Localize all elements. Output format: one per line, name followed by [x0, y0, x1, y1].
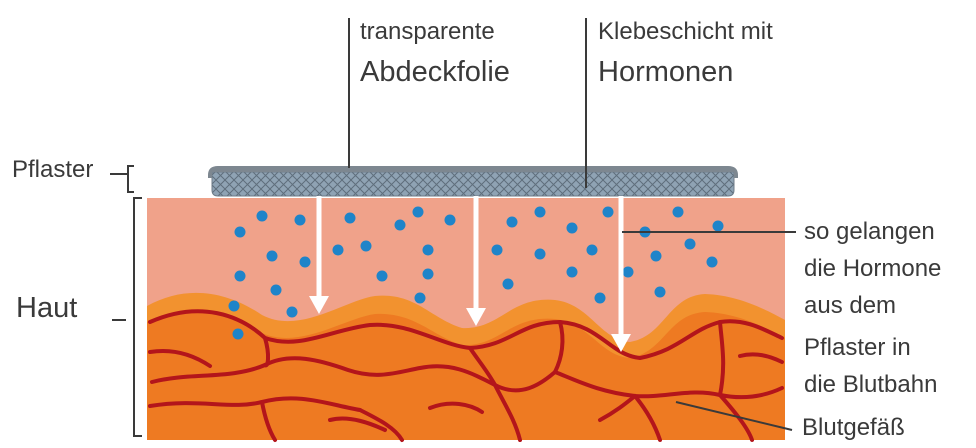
transport-label-line2: die Hormone: [804, 257, 941, 281]
patch-label: Pflaster: [12, 158, 93, 182]
adhesive-layer: [212, 172, 734, 196]
skin-label: Haut: [16, 294, 77, 323]
adhesive-label-line2: Hormonen: [598, 58, 733, 87]
patch-bracket: [110, 166, 134, 192]
skin-bracket: [112, 198, 142, 436]
adhesive-label-line1: Klebeschicht mit: [598, 20, 773, 44]
transport-label-line1: so gelangen: [804, 220, 935, 244]
cover-film-label-line2: Abdeckfolie: [360, 58, 510, 87]
transport-label-line4: Pflaster in: [804, 336, 911, 360]
transport-label-line5: die Blutbahn: [804, 373, 937, 397]
blood-vessel-label: Blutgefäß: [802, 416, 905, 440]
cover-film-label-line1: transparente: [360, 20, 495, 44]
transport-label-line3: aus dem: [804, 294, 896, 318]
